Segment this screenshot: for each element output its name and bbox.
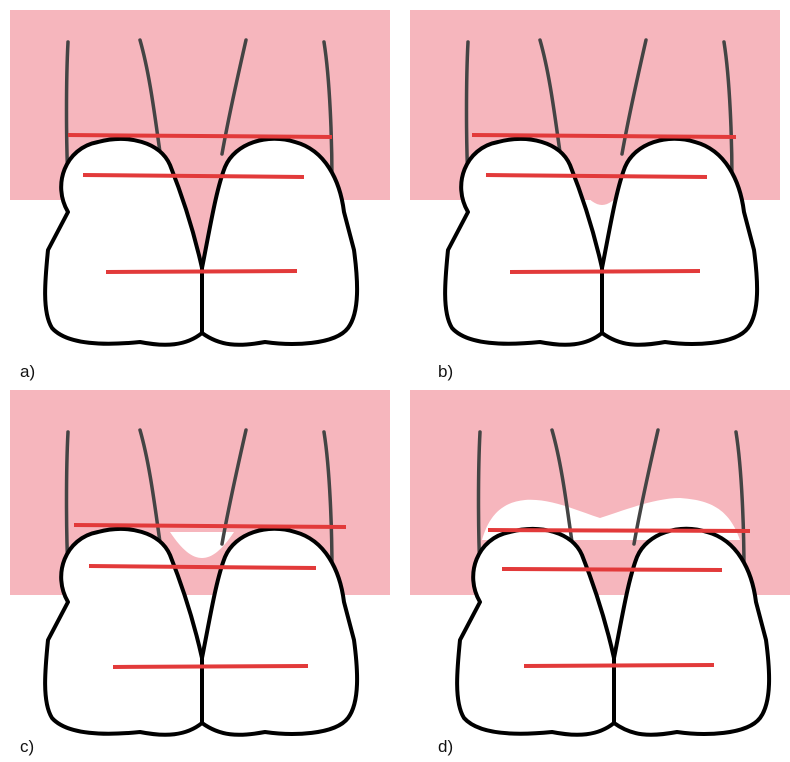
reference-line-top — [68, 135, 332, 137]
reference-line-top — [488, 530, 750, 531]
reference-line-contact — [524, 665, 714, 666]
reference-line-top — [74, 525, 346, 527]
reference-line-top — [472, 135, 736, 137]
panel-label-c: c) — [20, 737, 34, 756]
panel-label-b: b) — [438, 362, 453, 381]
panel-c — [10, 390, 390, 735]
reference-line-middle — [89, 566, 316, 568]
panel-label-a: a) — [20, 362, 35, 381]
reference-line-contact — [106, 271, 297, 272]
reference-line-contact — [510, 271, 700, 272]
panel-label-d: d) — [438, 737, 453, 756]
reference-line-middle — [486, 175, 707, 177]
reference-line-contact — [113, 666, 308, 667]
reference-line-middle — [502, 569, 722, 570]
panel-d — [410, 390, 790, 735]
reference-line-middle — [83, 175, 304, 177]
panel-b — [410, 10, 780, 345]
panel-a — [10, 10, 390, 345]
